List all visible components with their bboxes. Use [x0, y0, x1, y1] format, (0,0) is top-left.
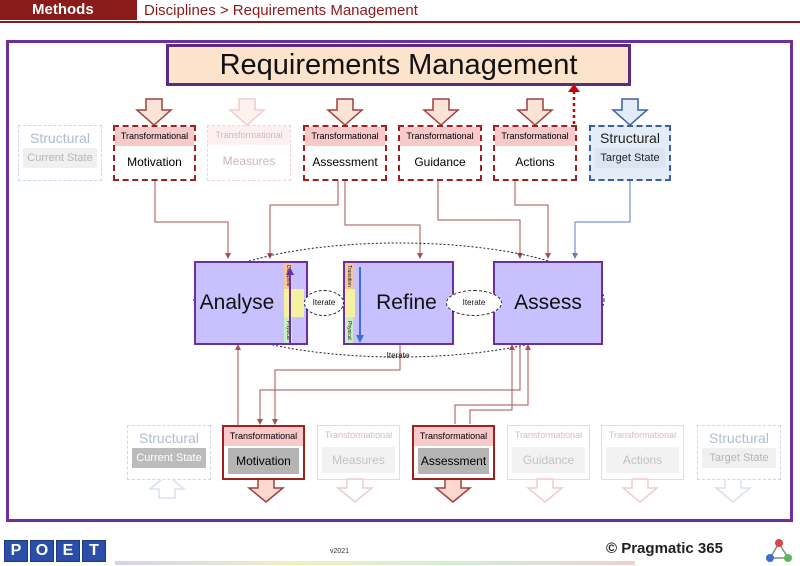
bottom-box-measures[interactable]: Transformational Measures — [317, 425, 400, 480]
box-label: Actions — [515, 155, 555, 169]
process-label: Analyse — [199, 291, 275, 314]
bottom-box-actions[interactable]: Transformational Actions — [601, 425, 684, 480]
box-header: Transformational — [224, 427, 303, 446]
box-label: Assessment — [312, 155, 378, 169]
logo-letter: O — [30, 540, 54, 562]
bottom-box-assessment[interactable]: Transformational Assessment — [412, 425, 495, 480]
down-arrow-icon — [356, 267, 364, 343]
top-bar — [0, 0, 800, 22]
structural-sub-label: Target State — [702, 448, 776, 468]
logo-letter: T — [82, 540, 106, 562]
box-label: Measures — [322, 447, 395, 473]
structural-sub-label: Target State — [595, 148, 665, 168]
box-header: Transformational — [508, 426, 589, 445]
bottom-box-motivation[interactable]: Transformational Motivation — [222, 425, 305, 480]
structural-sub-label: Current State — [132, 448, 206, 468]
box-header: Transformational — [115, 127, 194, 146]
footer-gradient-bar — [115, 561, 635, 565]
top-box-motivation[interactable]: Transformational Motivation — [113, 125, 196, 181]
iterate-label: Iterate — [312, 298, 336, 307]
iterate-label: Iterate — [462, 298, 486, 307]
iterate-bottom-label: Iterate — [386, 351, 410, 360]
bottom-box-guidance[interactable]: Transformational Guidance — [507, 425, 590, 480]
box-label: Motivation — [228, 448, 299, 474]
box-header: Transformational — [318, 426, 399, 445]
up-arrow-icon — [286, 267, 294, 343]
box-header: Transformational — [414, 427, 493, 446]
box-label: Actions — [606, 447, 679, 473]
process-refine[interactable]: Refine Transition Physical — [343, 261, 454, 345]
box-label: Assessment — [418, 448, 489, 474]
box-label: Measures — [222, 154, 276, 168]
section-tab[interactable]: Methods — [0, 0, 137, 20]
top-structural-target-state[interactable]: Structural Target State — [589, 125, 671, 181]
process-analyse[interactable]: Analyse Discipline Physical — [194, 261, 308, 345]
structural-label: Structural — [30, 130, 90, 146]
box-header: Transformational — [208, 126, 290, 145]
top-box-guidance[interactable]: Transformational Guidance — [398, 125, 482, 181]
refine-side-bar: Transition Physical — [345, 263, 355, 343]
side-bar-label: Transition — [345, 263, 353, 289]
diagram-frame — [6, 40, 793, 522]
box-header: Transformational — [400, 127, 480, 146]
process-label: Assess — [514, 291, 582, 314]
structural-label: Structural — [709, 430, 769, 446]
molecule-logo-icon — [766, 539, 792, 562]
top-box-actions[interactable]: Transformational Actions — [493, 125, 577, 181]
version-label: v2021 — [330, 548, 350, 555]
structural-sub-label: Current State — [23, 148, 97, 168]
structural-label: Structural — [139, 430, 199, 446]
box-label: Guidance — [414, 155, 466, 169]
breadcrumb[interactable]: Disciplines > Requirements Management — [144, 2, 418, 19]
iterate-right-bubble: Iterate — [446, 290, 502, 316]
side-bar-label: Physical — [345, 317, 353, 343]
top-structural-current-state[interactable]: Structural Current State — [18, 125, 102, 181]
box-header: Transformational — [495, 127, 575, 146]
box-label: Guidance — [512, 447, 585, 473]
top-box-assessment[interactable]: Transformational Assessment — [303, 125, 387, 181]
box-header: Transformational — [305, 127, 385, 146]
bottom-structural-current-state[interactable]: Structural Current State — [127, 425, 211, 480]
logo-letter: E — [56, 540, 80, 562]
box-header: Transformational — [602, 426, 683, 445]
page-title: Requirements Management — [166, 44, 631, 86]
brand-label: © Pragmatic 365 — [606, 540, 723, 557]
process-label: Refine — [376, 291, 437, 314]
process-assess[interactable]: Assess — [493, 261, 603, 345]
header-divider — [0, 21, 800, 23]
bottom-structural-target-state[interactable]: Structural Target State — [697, 425, 781, 480]
side-bar-label: Physical — [284, 317, 292, 343]
top-down-arrows — [135, 98, 649, 127]
iterate-left-bubble: Iterate — [304, 290, 344, 316]
top-box-measures[interactable]: Transformational Measures — [207, 125, 291, 181]
logo-letter: P — [4, 540, 28, 562]
side-bar-label: Discipline — [284, 263, 292, 289]
box-label: Motivation — [127, 155, 182, 169]
bottom-down-arrows — [147, 474, 753, 503]
structural-label: Structural — [600, 130, 660, 146]
